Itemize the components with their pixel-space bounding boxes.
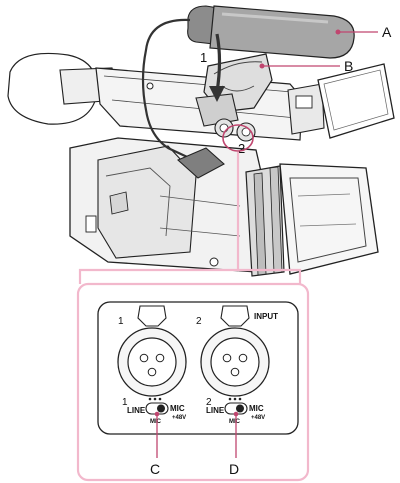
jack-1-dots: [148, 397, 162, 401]
jack-1-below-number: 1: [122, 397, 128, 408]
step-1-arrow: [215, 33, 222, 93]
jack-2-below-number: 2: [206, 397, 212, 408]
connection-highlight: [222, 124, 254, 152]
microphone-holder: [195, 53, 273, 127]
callout-dot-b: [259, 63, 265, 69]
step-2-label: 2: [238, 141, 245, 156]
inset-connector-line-right: [238, 268, 302, 284]
lcd-monitor: [287, 63, 395, 139]
xlr-jack-2: [200, 305, 270, 397]
step-1-arrowhead: [209, 86, 225, 102]
lens-hood: [245, 163, 379, 277]
inset-connector-line: [78, 152, 240, 284]
jack-1-number: 1: [118, 316, 124, 327]
callout-label-b: B: [344, 58, 353, 74]
xlr-jack-1: [117, 305, 187, 397]
jack-2-dots: [228, 397, 242, 401]
jack-1-switch-knob: [157, 404, 165, 413]
jack-2-phantom-label: +48V: [251, 415, 265, 421]
jack-2-switch-knob: [236, 404, 244, 413]
jack-2-number: 2: [196, 316, 202, 327]
callout-label-d: D: [229, 461, 239, 477]
camera-body: [69, 137, 263, 273]
xlr-plug: [176, 147, 225, 179]
microphone: [187, 5, 355, 59]
jack-2-line-label: LINE: [206, 406, 225, 415]
xlr-jacks-on-camera: [214, 118, 256, 142]
jack-2-mic-sub-label: MIC: [229, 419, 241, 425]
jack-1-phantom-label: +48V: [172, 415, 186, 421]
jack-2-mic-label: MIC: [249, 404, 264, 413]
step-1-label: 1: [200, 50, 207, 65]
input-label: INPUT: [254, 312, 278, 321]
jack-1-line-label: LINE: [127, 406, 146, 415]
callout-dot-a: [335, 29, 341, 35]
microphone-cable: [141, 18, 199, 163]
callout-dot-d: [233, 411, 239, 417]
jack-1-mic-sub-label: MIC: [150, 419, 162, 425]
callout-label-c: C: [150, 461, 160, 477]
jack-1-mic-label: MIC: [170, 404, 185, 413]
callout-dot-c: [154, 411, 160, 417]
callout-label-a: A: [382, 24, 392, 40]
